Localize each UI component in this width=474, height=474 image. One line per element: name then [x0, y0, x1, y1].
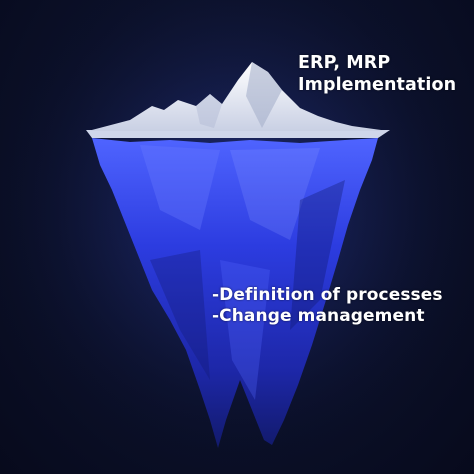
- iceberg-tip: [88, 62, 388, 131]
- ice-facet: [140, 145, 220, 230]
- ice-facet: [290, 180, 345, 330]
- above-water-line: ERP, MRP: [298, 53, 391, 73]
- below-water-line: -Definition of processes: [212, 285, 443, 305]
- underwater-iceberg: [92, 138, 378, 448]
- tip-shadow: [246, 62, 282, 128]
- water-surface: [86, 130, 390, 138]
- ice-facet: [230, 148, 320, 240]
- below-water-label: -Definition of processes -Change managem…: [212, 285, 443, 327]
- above-water-label: ERP, MRP Implementation: [298, 52, 456, 96]
- ice-facet: [220, 260, 270, 400]
- ice-facet: [150, 250, 210, 380]
- above-water-line: Implementation: [298, 75, 457, 95]
- tip-shadow: [196, 94, 222, 128]
- below-water-line: -Change management: [212, 306, 425, 326]
